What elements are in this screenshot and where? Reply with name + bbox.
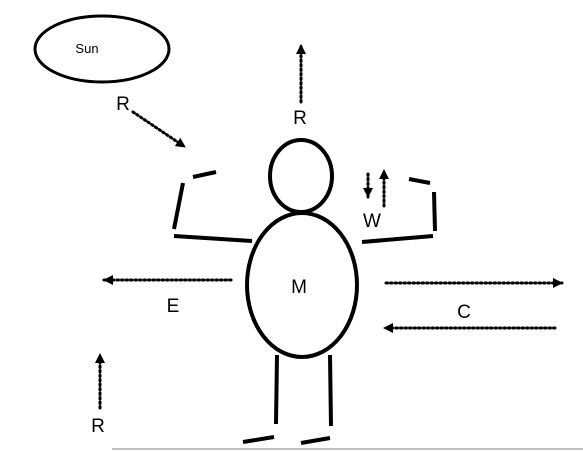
convection-label: C xyxy=(457,302,471,323)
radiation-sun-label: R xyxy=(116,94,130,115)
metabolism-label: M xyxy=(291,277,307,298)
radiation-sun-arrow xyxy=(131,110,187,149)
person-left-arm xyxy=(172,170,253,243)
radiation-ground-label: R xyxy=(91,416,105,437)
person-legs xyxy=(242,354,333,445)
person-body xyxy=(245,211,359,359)
sun-ellipse xyxy=(33,14,171,84)
person-right-arm xyxy=(361,177,437,244)
radiation-up-label: R xyxy=(293,108,307,129)
water-label: W xyxy=(363,211,381,232)
person-head xyxy=(268,138,334,214)
evaporation-label: E xyxy=(167,296,180,317)
sun-label: Sun xyxy=(75,41,98,56)
